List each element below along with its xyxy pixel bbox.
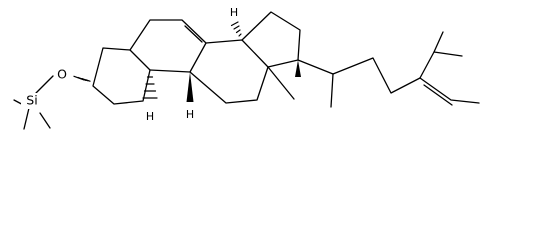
wedge-bond-c17: [295, 60, 301, 77]
wedge-bond-h-c8: [186, 72, 194, 102]
silicon-atom-label: Si: [26, 93, 37, 108]
hashed-bond-o: [73, 75, 91, 82]
double-bond-c7-c8: [184, 25, 203, 43]
hydrogen-label-c14: H: [230, 6, 238, 19]
hashed-bond-h-c14: [230, 21, 242, 37]
c13-methyl-bond: [267, 66, 295, 100]
molecule-structure-drawing: O Si H H H: [13, 6, 480, 130]
hydrogen-label-c9: H: [146, 110, 154, 123]
ring-bonds: [92, 11, 301, 105]
hashed-bond-h-c9: [142, 76, 158, 99]
hydrogen-label-c8: H: [186, 108, 194, 121]
side-chain-bonds: [297, 31, 480, 108]
oxygen-atom-label: O: [57, 67, 67, 82]
